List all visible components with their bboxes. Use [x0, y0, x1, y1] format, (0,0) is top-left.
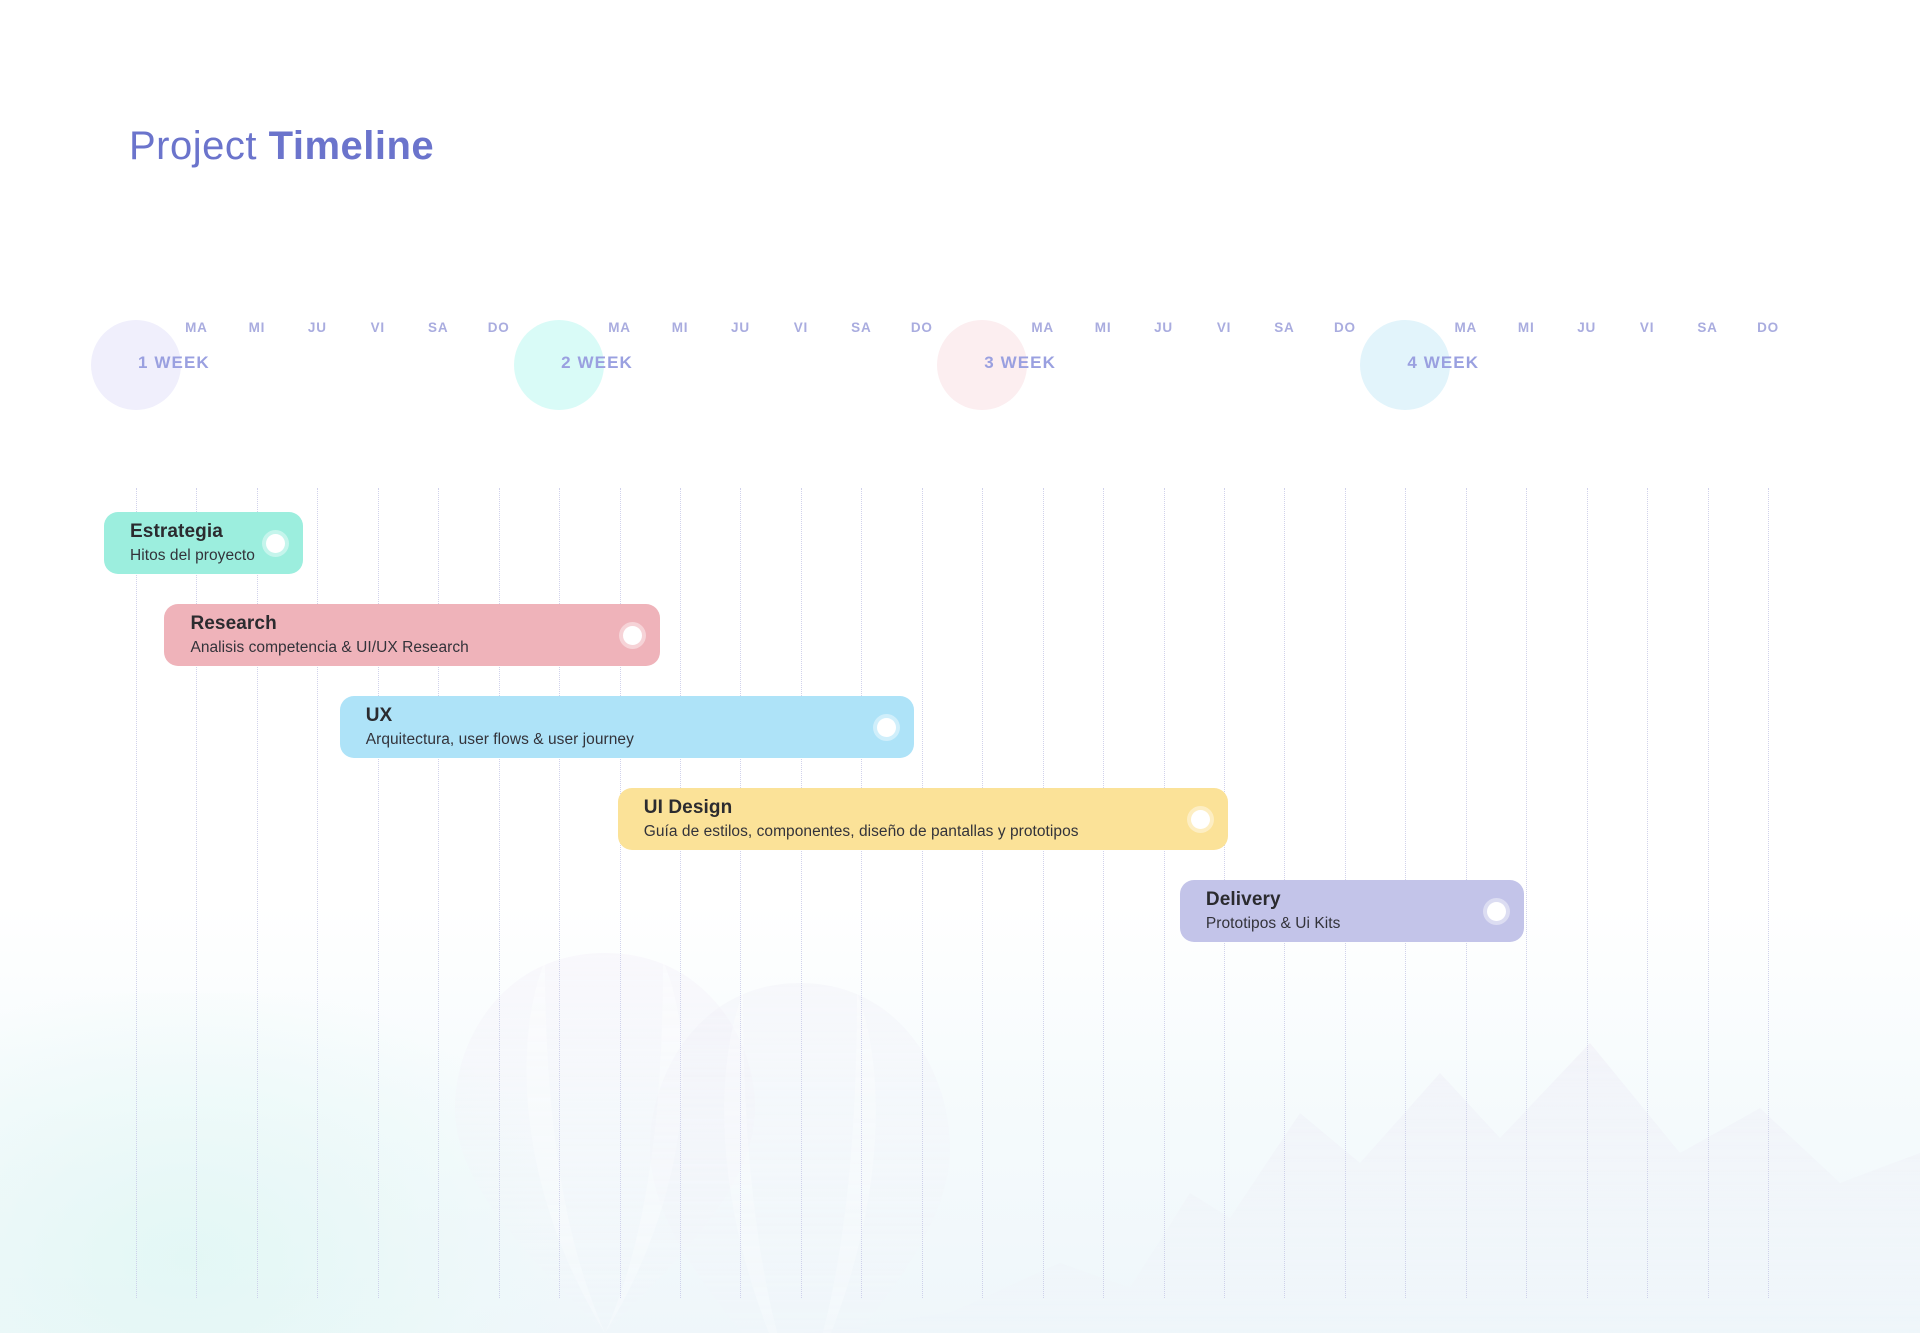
week-bubble-4 — [1360, 320, 1451, 410]
day-label-22: MA — [1454, 320, 1478, 335]
week-label-2: 2 WEEK — [561, 353, 633, 372]
day-label-19: SA — [1274, 320, 1295, 335]
task-title: UX — [365, 705, 393, 727]
gridline-24 — [1586, 488, 1588, 1298]
day-label-10: JU — [731, 320, 750, 335]
gridline-5 — [438, 488, 440, 1298]
task-description: Guía de estilos, componentes, diseño de … — [643, 822, 1079, 840]
day-label-2: MI — [248, 320, 266, 335]
week-bubble-3 — [937, 320, 1028, 410]
gridline-9 — [680, 488, 681, 1298]
gridline-6 — [498, 488, 500, 1298]
day-label-25: VI — [1639, 320, 1655, 335]
day-label-15: MA — [1031, 320, 1054, 335]
page-title: Project Timeline — [129, 124, 434, 169]
day-label-23: MI — [1517, 320, 1535, 335]
day-label-9: MI — [671, 320, 689, 335]
day-label-8: MA — [608, 320, 631, 335]
page-title-bold: Timeline — [268, 124, 435, 168]
gridline-17 — [1163, 488, 1165, 1298]
page-title-light: Project — [129, 124, 257, 168]
task-milestone-dot-icon[interactable] — [1191, 809, 1211, 829]
gridline-12 — [861, 488, 863, 1298]
gridline-15 — [1042, 488, 1044, 1298]
gridline-10 — [740, 488, 742, 1298]
gridline-23 — [1526, 488, 1528, 1298]
task-description: Prototipos & Ui Kits — [1205, 914, 1341, 932]
gridline-27 — [1768, 488, 1769, 1298]
day-label-12: SA — [851, 320, 872, 335]
day-label-18: VI — [1216, 320, 1232, 335]
gridline-13 — [921, 488, 923, 1298]
week-bubble-2 — [514, 320, 605, 410]
week-label-4: 4 WEEK — [1407, 353, 1480, 372]
gridline-7 — [559, 488, 561, 1298]
gridline-3 — [317, 488, 319, 1298]
day-label-17: JU — [1154, 320, 1173, 335]
task-title: Delivery — [1205, 889, 1281, 911]
gridline-14 — [982, 488, 984, 1298]
week-label-1: 1 WEEK — [138, 353, 210, 372]
task-milestone-dot-icon[interactable] — [623, 625, 643, 645]
gridline-4 — [377, 488, 379, 1298]
task-description: Arquitectura, user flows & user journey — [365, 730, 634, 748]
task-description: Hitos del proyecto — [130, 546, 255, 564]
task-description: Analisis competencia & UI/UX Research — [190, 638, 469, 656]
week-label-3: 3 WEEK — [984, 353, 1056, 372]
day-label-6: DO — [487, 320, 510, 335]
gridline-0 — [136, 488, 137, 1298]
day-label-1: MA — [185, 320, 208, 335]
gridline-8 — [619, 488, 621, 1298]
task-milestone-dot-icon[interactable] — [1487, 901, 1507, 921]
task-title: Research — [190, 613, 277, 635]
day-label-4: VI — [370, 320, 385, 335]
day-label-5: SA — [428, 320, 449, 335]
day-label-13: DO — [910, 320, 933, 335]
day-label-24: JU — [1577, 320, 1597, 335]
gridline-1 — [196, 488, 198, 1298]
day-label-27: DO — [1757, 320, 1779, 335]
day-label-26: SA — [1697, 320, 1718, 335]
day-label-3: JU — [307, 320, 327, 335]
day-label-16: MI — [1094, 320, 1112, 335]
gridline-26 — [1707, 488, 1709, 1298]
gridline-25 — [1647, 488, 1649, 1298]
day-label-11: VI — [793, 320, 809, 335]
week-bubble-1 — [91, 320, 181, 410]
task-milestone-dot-icon[interactable] — [266, 533, 286, 553]
task-bar-ux[interactable]: UX Arquitectura, user flows & user journe… — [339, 696, 914, 758]
task-milestone-dot-icon[interactable] — [876, 717, 896, 737]
gridline-11 — [800, 488, 802, 1298]
day-label-20: DO — [1333, 320, 1356, 335]
task-title: UI Design — [643, 797, 733, 819]
task-title: Estrategia — [130, 521, 223, 543]
gridline-2 — [256, 488, 258, 1298]
gridline-16 — [1103, 488, 1105, 1298]
